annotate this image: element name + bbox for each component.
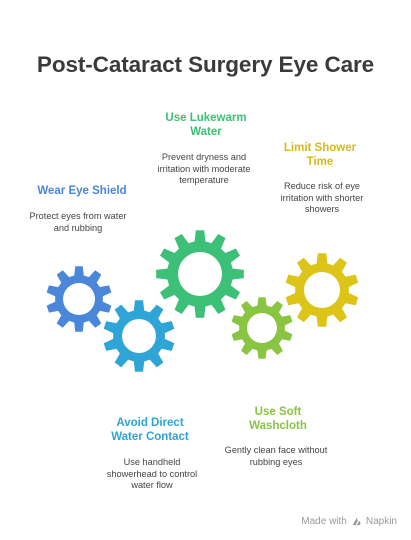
gear-avoid-direct-water-contact-hole <box>122 319 156 353</box>
step-desc-use-lukewarm-water: Prevent dryness and irritation with mode… <box>157 152 251 186</box>
gear-wear-eye-shield <box>46 266 112 332</box>
gear-avoid-direct-water-contact <box>103 300 175 372</box>
footer-brand: Napkin <box>365 516 397 527</box>
gear-wear-eye-shield-hole <box>63 283 95 315</box>
gear-use-soft-washcloth-hole <box>247 313 277 343</box>
step-desc-wear-eye-shield: Protect eyes from water and rubbing <box>29 211 127 233</box>
diagram-title: Post-Cataract Surgery Eye Care <box>36 52 375 77</box>
step-desc-limit-shower-time: Reduce risk of eye irritation with short… <box>280 181 364 215</box>
step-title-use-soft-washcloth: Use Soft Washcloth <box>249 406 307 432</box>
step-title-use-lukewarm-water: Use Lukewarm Water <box>165 112 247 138</box>
gear-limit-shower-time <box>285 253 359 327</box>
step-desc-use-soft-washcloth: Gently clean face without rubbing eyes <box>224 445 328 467</box>
footer-made-with: Made with <box>301 516 347 527</box>
step-desc-avoid-direct-water-contact: Use handheld showerhead to control water… <box>106 457 198 491</box>
step-title-avoid-direct-water-contact: Avoid Direct Water Contact <box>111 417 189 443</box>
footer-attribution: Made with Napkin <box>301 516 397 527</box>
step-title-wear-eye-shield: Wear Eye Shield <box>37 185 127 197</box>
gear-limit-shower-time-hole <box>304 272 340 308</box>
napkin-logo-icon <box>352 517 361 526</box>
step-title-limit-shower-time: Limit Shower Time <box>283 142 357 168</box>
gear-use-lukewarm-water-hole <box>178 252 222 296</box>
gear-use-lukewarm-water <box>156 230 244 318</box>
gear-use-soft-washcloth <box>231 297 293 359</box>
